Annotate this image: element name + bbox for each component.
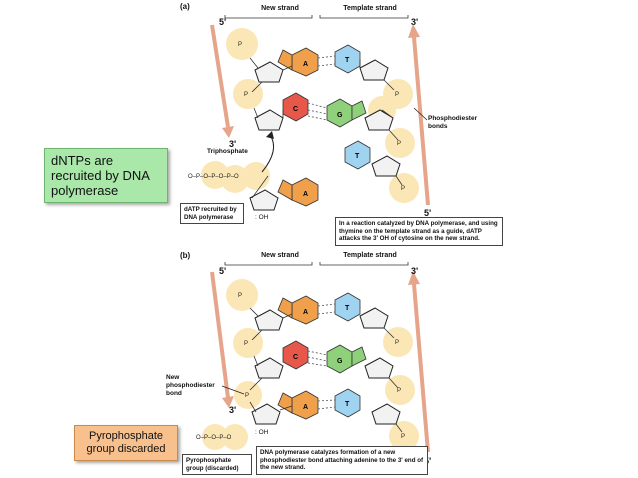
svg-text:G: G [337, 358, 343, 365]
panel-b-left-top-prime: 5' [219, 266, 227, 276]
svg-text:A: A [303, 309, 308, 316]
svg-text:P: P [397, 388, 401, 394]
svg-text:P: P [245, 393, 249, 399]
svg-text:P: P [401, 186, 405, 192]
panel-a-sugars [249, 59, 401, 211]
datp-caption: dATP recruited by DNA polymerase [180, 203, 244, 224]
panel-b-base-adenine-top: A [277, 295, 319, 325]
panel-a-right-bottom-prime: 5' [424, 208, 432, 218]
svg-text:P: P [395, 92, 399, 98]
panel-b-new-strand-header: New strand [261, 252, 299, 259]
triphosphate-label: Triphosphate [207, 148, 248, 155]
dntps-callout: dNTPs are recruited by DNA polymerase [44, 148, 168, 203]
panel-a-base-adenine-top: A [277, 47, 319, 77]
panel-b-label: (b) [180, 251, 191, 260]
svg-text:G: G [337, 112, 343, 119]
panel-b-base-guanine: G [326, 344, 367, 374]
panel-b-phosphates [202, 279, 419, 451]
panel-a-base-guanine: G [326, 98, 367, 128]
panel-a-atom-labels: P P P P P O–P–O–P–O–P–O [188, 42, 405, 192]
panel-a-base-thymine-bottom: T [344, 140, 371, 170]
panel-b-new-bond-pointer [221, 385, 245, 395]
panel-a-base-cytosine: C [282, 92, 309, 122]
panel-a-oh-label: : OH [255, 214, 269, 221]
panel-a-hydrogen-bonds [307, 55, 336, 121]
panel-a-header-brackets [224, 15, 409, 19]
svg-text:C: C [293, 106, 298, 113]
panel-b-backbone [249, 307, 403, 433]
svg-text:T: T [345, 305, 350, 312]
panel-b-atom-labels: P P P P P P O–P–O–P–O [196, 293, 405, 441]
panel-a-new-strand-header: New strand [261, 5, 299, 12]
base-a-label-top: A [303, 61, 308, 68]
panel-a-base-adenine-datp: A [277, 177, 319, 207]
panel-b-base-thymine-top: T [334, 292, 361, 322]
svg-text:P: P [238, 293, 242, 299]
svg-text:A: A [303, 404, 308, 411]
pyrophosphate-callout: Pyrophosphate group discarded [74, 425, 178, 461]
svg-text:T: T [345, 401, 350, 408]
svg-text:P: P [244, 341, 248, 347]
svg-text:P: P [397, 141, 401, 147]
pyrophosphate-caption: Pyrophosphate group (discarded) [182, 454, 252, 475]
phosphodiester-bonds-label: Phosphodiester bonds [428, 115, 478, 130]
panel-b-base-cytosine: C [282, 340, 309, 370]
svg-text:P: P [244, 92, 248, 98]
panel-a-description: In a reaction catalyzed by DNA polymeras… [335, 217, 503, 246]
svg-text:P: P [401, 434, 405, 440]
svg-text:T: T [355, 153, 360, 160]
panel-b-header-brackets [224, 262, 409, 266]
panel-b-base-adenine-new: A [277, 390, 319, 420]
panel-b-description: DNA polymerase catalyzes formation of a … [256, 446, 428, 475]
panel-b-left-bottom-prime: 3' [229, 405, 237, 415]
panel-a-label: (a) [180, 2, 190, 11]
panel-a-backbone [249, 57, 403, 199]
panel-a-left-top-prime: 5' [219, 17, 227, 27]
new-phosphodiester-bond-label: New phosphodiester bond [166, 374, 215, 397]
svg-text:T: T [345, 57, 350, 64]
panel-a-left-bottom-prime: 3' [229, 139, 237, 149]
svg-text:P: P [395, 340, 399, 346]
panel-b-new-strand-arrow [210, 271, 234, 408]
panel-b-template-strand-header: Template strand [343, 252, 397, 259]
panel-b-right-top-prime: 3' [411, 266, 419, 276]
panel-b-oh-label: : OH [255, 429, 269, 436]
panel-b-base-thymine-bottom: T [334, 388, 361, 418]
svg-text:O–P–O–P–O–P–O: O–P–O–P–O–P–O [188, 174, 239, 180]
panel-b-sugars [251, 307, 401, 425]
panel-a-right-top-prime: 3' [411, 17, 419, 27]
panel-a-template-strand-header: Template strand [343, 5, 397, 12]
svg-text:O–P–O–P–O: O–P–O–P–O [196, 435, 232, 441]
panel-a-base-thymine-top: T [334, 44, 361, 74]
panel-b-template-strand-arrow [408, 271, 430, 453]
panel-b-hydrogen-bonds [307, 303, 336, 410]
svg-text:P: P [238, 42, 242, 48]
svg-text:A: A [303, 191, 308, 198]
panel-a-template-strand-arrow [408, 24, 430, 206]
panel-a-new-strand-arrow [210, 24, 234, 138]
svg-text:C: C [293, 354, 298, 361]
